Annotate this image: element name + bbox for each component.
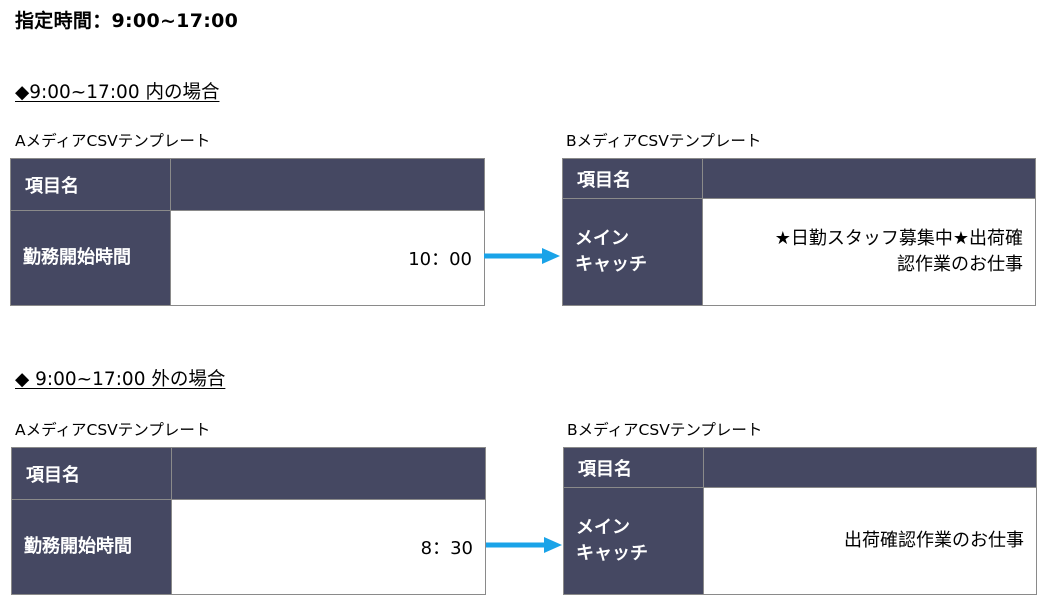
section1-b-value-line2: 認作業のお仕事 [897,254,1023,275]
section1-arrow-icon [484,248,560,264]
section1-b-field-label: メイン キャッチ [562,198,703,306]
section1-a-field-label: 勤務開始時間 [10,210,171,306]
section2-a-caption: AメディアCSVテンプレート [15,421,211,439]
page-title: 指定時間：9:00~17:00 [15,10,239,32]
section2-b-caption: BメディアCSVテンプレート [567,421,763,439]
section2-b-header-label: 項目名 [563,447,704,488]
section1-a-caption: AメディアCSVテンプレート [15,132,211,150]
section1-a-header-label: 項目名 [10,158,171,211]
section2-heading: ◆ 9:00~17:00 外の場合 [15,369,226,390]
section2-a-header-label: 項目名 [11,447,172,500]
section2-a-header-empty [171,447,486,500]
section2-b-label-line2: キャッチ [576,543,648,564]
section1-b-field-value: ★日勤スタッフ募集中★出荷確 認作業のお仕事 [702,198,1036,306]
section1-b-header-empty [702,158,1036,199]
section1-b-value-line1: ★日勤スタッフ募集中★出荷確 [774,227,1023,249]
section2-b-field-value: 出荷確認作業のお仕事 [703,487,1037,595]
section2-a-field-label: 勤務開始時間 [11,499,172,595]
section1-a-field-value: 10：00 [170,210,485,306]
section2-a-field-value: 8：30 [171,499,486,595]
section2-b-table: 項目名 メイン キャッチ 出荷確認作業のお仕事 [563,447,1037,595]
section1-a-table: 項目名 勤務開始時間 10：00 [10,158,485,306]
section2-b-header-empty [703,447,1037,488]
section1-heading: ◆9:00~17:00 内の場合 [15,82,220,103]
section1-b-label-line1: メイン [575,227,629,249]
section1-a-header-empty [170,158,485,211]
section1-b-caption: BメディアCSVテンプレート [566,132,762,150]
section2-arrow-icon [486,537,562,553]
section2-a-table: 項目名 勤務開始時間 8：30 [11,447,486,595]
section2-b-value-line1: 出荷確認作業のお仕事 [844,529,1024,551]
section2-b-label-line1: メイン [576,516,630,538]
section1-b-table: 項目名 メイン キャッチ ★日勤スタッフ募集中★出荷確 認作業のお仕事 [562,158,1036,306]
section2-b-field-label: メイン キャッチ [563,487,704,595]
section1-b-label-line2: キャッチ [575,254,647,275]
section1-b-header-label: 項目名 [562,158,703,199]
